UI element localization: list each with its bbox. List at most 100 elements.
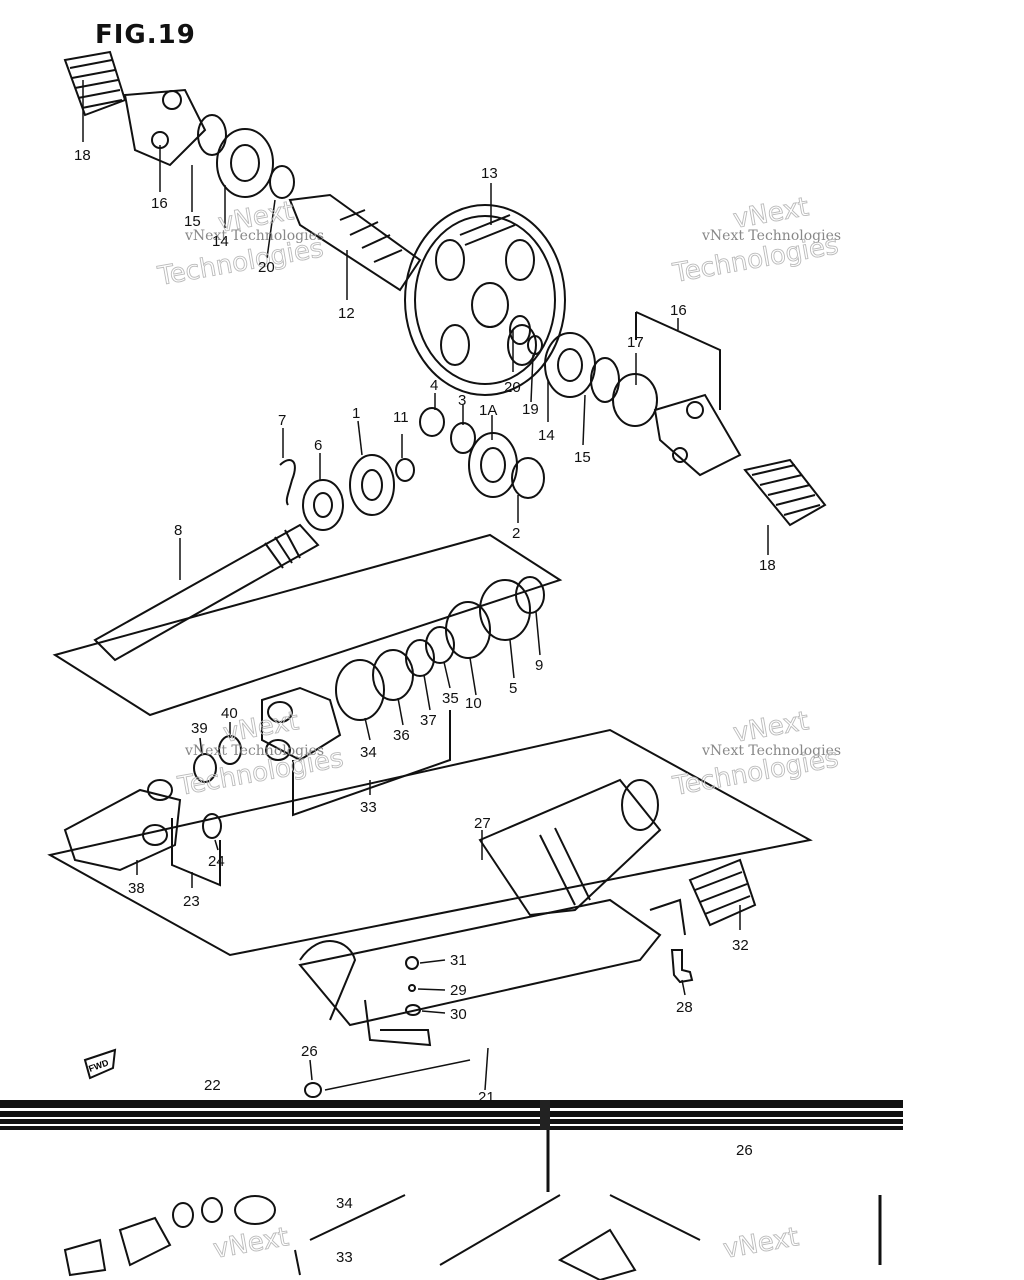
yoke-33 — [261, 686, 342, 762]
washer-2 — [511, 457, 545, 499]
callout-label: 33 — [360, 799, 377, 816]
watermark-text: vNext Technologies — [701, 228, 841, 244]
callout-label: 40 — [221, 705, 238, 722]
ring-gear-13 — [404, 204, 566, 396]
callout-label: 27 — [474, 815, 491, 832]
washer-30 — [405, 1004, 421, 1016]
universal-joint-right — [653, 393, 742, 477]
circlip-20-right — [509, 315, 531, 345]
callout-labels: 18 16 15 14 20 12 13 16 17 20 19 14 15 4… — [74, 147, 776, 1266]
callout-label: 11 — [393, 409, 409, 426]
callout-label: 13 — [481, 165, 498, 182]
bracket-23 — [171, 818, 221, 887]
bearing-10 — [445, 601, 491, 659]
watermark-text: vNext Technologies — [184, 743, 324, 759]
seal-15-right — [590, 357, 620, 403]
callout-label: 38 — [128, 880, 145, 897]
watermark-text: vNext Technologies — [701, 743, 841, 759]
circlip-20-left — [269, 165, 295, 199]
washer-36 — [372, 649, 414, 701]
callout-label: 4 — [430, 377, 438, 394]
callout-label: 32 — [732, 937, 749, 954]
nut-4 — [419, 407, 445, 437]
callout-label: 14 — [212, 233, 229, 250]
bottom-partial-panel — [63, 1130, 882, 1280]
callout-label: 3 — [458, 392, 466, 409]
rubber-boot-left — [63, 50, 127, 117]
callout-label: 2 — [512, 525, 520, 542]
bracket-33 — [292, 710, 451, 817]
callout-label: 8 — [174, 522, 182, 539]
leader-26 — [324, 1059, 471, 1091]
callout-label: 28 — [676, 999, 693, 1016]
callout-label: 24 — [208, 853, 225, 870]
propeller-shaft-cover-27 — [478, 778, 662, 917]
callout-label: 21 — [478, 1089, 495, 1106]
group-outline-upper — [52, 533, 563, 717]
callout-label: 39 — [191, 720, 208, 737]
nut-26 — [304, 1082, 322, 1098]
figure-title: FIG.19 — [95, 20, 196, 50]
callout-label: 23 — [183, 893, 200, 910]
callout-label: 26 — [301, 1043, 318, 1060]
callout-label: 20 — [504, 379, 521, 396]
callout-label: 1 — [352, 405, 360, 422]
rubber-boot-right — [743, 458, 827, 527]
callout-label: 7 — [278, 412, 286, 429]
bearing-17 — [612, 373, 658, 427]
ring-35 — [425, 626, 455, 664]
callout-label: 16 — [151, 195, 168, 212]
callout-leaders — [82, 80, 769, 1091]
circlip-11 — [395, 458, 415, 482]
callout-label: 18 — [759, 557, 776, 574]
callout-label: 34 — [336, 1195, 353, 1212]
bearing-14-right — [544, 332, 596, 398]
bearing-14-left — [216, 128, 274, 198]
nut-31 — [405, 956, 419, 970]
universal-joint-left — [123, 88, 227, 167]
callout-label: 35 — [442, 690, 459, 707]
callout-label: 31 — [450, 952, 467, 969]
callout-label: 20 — [258, 259, 275, 276]
callout-label: 12 — [338, 305, 355, 322]
group-outline-lower — [47, 728, 813, 957]
callout-label: 17 — [627, 334, 644, 351]
callout-label: 36 — [393, 727, 410, 744]
washer-29 — [408, 984, 416, 992]
callout-label: 14 — [538, 427, 555, 444]
pinion-gear-1a — [468, 432, 518, 498]
callout-label: 15 — [184, 213, 201, 230]
callout-label: 9 — [535, 657, 543, 674]
callout-label: 6 — [314, 437, 322, 454]
callout-label: 18 — [74, 147, 91, 164]
callout-label: 34 — [360, 744, 377, 761]
propeller-shaft-tube-21 — [298, 898, 686, 1027]
circlip-24 — [202, 813, 222, 839]
callout-label: 30 — [450, 1006, 467, 1023]
ring-37 — [405, 639, 435, 677]
rubber-boot-32 — [688, 858, 757, 927]
bearing-cap-39 — [193, 753, 217, 783]
pinion-shaft-12 — [288, 193, 422, 292]
callout-label: 1A — [479, 402, 497, 419]
callout-label: 15 — [574, 449, 591, 466]
pinion-gear-1 — [349, 454, 395, 516]
watermark-text: vNext Technologies — [184, 228, 324, 244]
callout-label: 33 — [336, 1249, 353, 1266]
callout-label: 10 — [465, 695, 482, 712]
bolt-28 — [670, 949, 694, 984]
callout-label: 19 — [522, 401, 539, 418]
ring-19 — [527, 335, 543, 355]
seal-34 — [335, 659, 385, 721]
scan-band — [0, 1100, 903, 1130]
seal-5 — [479, 579, 531, 641]
spring-7 — [279, 459, 296, 506]
watermark-big-top: vNext — [721, 1222, 801, 1265]
bracket-16 — [635, 311, 721, 410]
callout-label: 26 — [736, 1142, 753, 1159]
callout-label: 29 — [450, 982, 467, 999]
fwd-arrow — [83, 1048, 117, 1080]
callout-label: 37 — [420, 712, 437, 729]
callout-label: 5 — [509, 680, 517, 697]
